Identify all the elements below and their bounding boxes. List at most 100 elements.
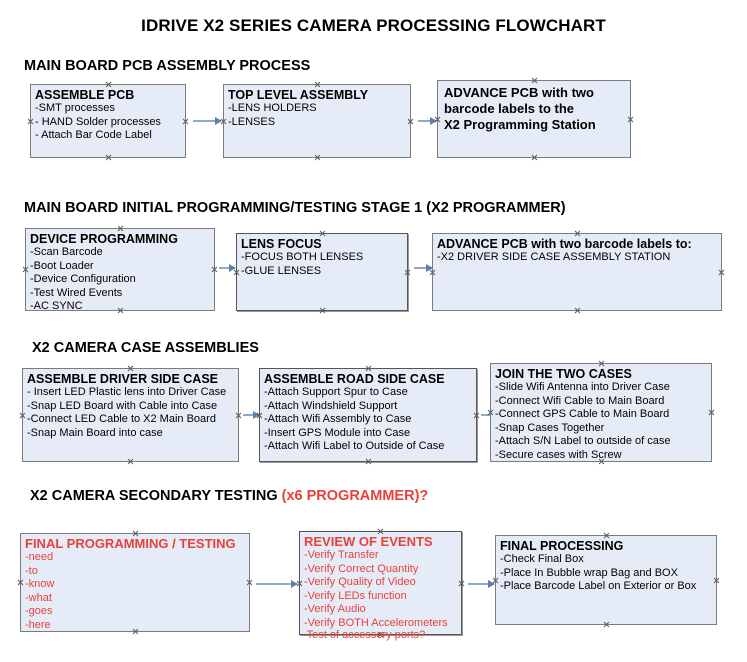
node-line: -Attach Wifi Label to Outside of Case xyxy=(264,440,445,452)
connector-arrow xyxy=(243,411,260,419)
node-top-level-assembly[interactable]: TOP LEVEL ASSEMBLY -LENS HOLDERS -LENSES xyxy=(223,84,411,158)
node-assemble-road-side-case[interactable]: ASSEMBLE ROAD SIDE CASE -Attach Support … xyxy=(259,368,477,462)
connector-arrow xyxy=(414,264,433,272)
node-line: -Snap Main Board into case xyxy=(27,426,163,439)
node-line-overflow: -Test of accessory ports? xyxy=(303,629,426,641)
node-line: -Insert GPS Module into Case xyxy=(264,426,411,439)
node-lens-focus[interactable]: LENS FOCUS -FOCUS BOTH LENSES -GLUE LENS… xyxy=(236,233,408,311)
node-line: -Secure cases with Screw xyxy=(495,448,622,461)
node-line: - Attach Bar Code Label xyxy=(35,129,152,141)
node-line: -Attach S/N Label to outside of case xyxy=(495,435,671,447)
node-line: -LENS HOLDERS xyxy=(228,102,317,114)
node-title: FINAL PROCESSING xyxy=(500,539,624,553)
arrowhead-icon xyxy=(229,264,236,272)
arrowhead-icon xyxy=(291,580,298,588)
arrowhead-icon xyxy=(253,411,260,419)
node-title: TOP LEVEL ASSEMBLY xyxy=(228,88,369,102)
node-line: -to xyxy=(25,564,38,577)
node-line: -Connect LED Cable to X2 Main Board xyxy=(27,413,216,425)
resize-handle-bottom[interactable] xyxy=(127,458,134,465)
node-advance-pcb-programming-station[interactable]: ADVANCE PCB with two barcode labels to t… xyxy=(437,80,631,158)
node-title-line-3: X2 Programming Station xyxy=(444,117,596,132)
node-line: -Verify LEDs function xyxy=(304,589,407,602)
node-line: -Test Wired Events xyxy=(30,286,123,299)
connector-arrow xyxy=(219,264,236,272)
node-line: -Verify Correct Quantity xyxy=(304,562,419,575)
node-line: -Connect GPS Cable to Main Board xyxy=(495,408,670,420)
resize-handle-bottom[interactable] xyxy=(314,154,321,161)
node-title-line-1: ADVANCE PCB with two xyxy=(444,85,594,100)
connector-arrow xyxy=(256,580,298,588)
node-line: -goes xyxy=(25,605,53,617)
resize-handle-bottom[interactable] xyxy=(531,154,538,161)
node-title: FINAL PROGRAMMING / TESTING xyxy=(25,536,236,551)
node-device-programming[interactable]: DEVICE PROGRAMMING -Scan Barcode -Boot L… xyxy=(25,228,215,312)
node-line: -Slide Wifi Antenna into Driver Case xyxy=(495,381,670,393)
node-line: -Check Final Box xyxy=(500,553,584,565)
node-assemble-pcb[interactable]: ASSEMBLE PCB -SMT processes - HAND Solde… xyxy=(30,84,186,158)
node-line: -SMT processes xyxy=(35,102,115,114)
node-final-processing[interactable]: FINAL PROCESSING -Check Final Box -Place… xyxy=(495,535,717,625)
node-line: -Verify Audio xyxy=(304,603,366,615)
resize-handle-bottom[interactable] xyxy=(105,154,112,161)
node-line: -Snap Cases Together xyxy=(495,421,605,434)
node-join-the-two-cases[interactable]: JOIN THE TWO CASES -Slide Wifi Antenna i… xyxy=(490,363,712,462)
node-line: -here xyxy=(25,618,51,631)
resize-handle-bottom[interactable] xyxy=(365,458,372,465)
node-line: -Attach Support Spur to Case xyxy=(264,386,408,398)
node-title: JOIN THE TWO CASES xyxy=(495,367,632,381)
node-line: -Place In Bubble wrap Bag and BOX xyxy=(500,566,678,579)
node-line: -Attach Wifi Assembly to Case xyxy=(264,413,412,425)
page-title: IDRIVE X2 SERIES CAMERA PROCESSING FLOWC… xyxy=(141,16,606,35)
node-line: - HAND Solder processes xyxy=(35,115,161,128)
node-line: -Verify Quality of Video xyxy=(304,576,416,588)
node-line: -GLUE LENSES xyxy=(241,264,322,277)
node-line: -what xyxy=(25,591,52,604)
section-header-x2-camera-secondary-testing: X2 CAMERA SECONDARY TESTING (x6 PROGRAMM… xyxy=(30,488,428,504)
node-final-programming-testing[interactable]: FINAL PROGRAMMING / TESTING -need -to -k… xyxy=(20,533,250,632)
node-title: ADVANCE PCB with two barcode labels to: xyxy=(437,237,692,251)
resize-handle-bottom[interactable] xyxy=(319,307,326,314)
node-line: - Insert LED Plastic lens into Driver Ca… xyxy=(27,386,227,398)
section-header-accent: (x6 PROGRAMMER)? xyxy=(281,488,429,504)
node-line: -Snap LED Board with Cable into Case xyxy=(27,399,218,412)
node-line: -Scan Barcode xyxy=(30,246,103,258)
connector-arrow xyxy=(418,117,437,125)
node-advance-pcb-driver-side-case[interactable]: ADVANCE PCB with two barcode labels to: … xyxy=(432,233,722,311)
node-line: -Verify BOTH Accelerometers xyxy=(304,616,448,629)
node-line: -need xyxy=(25,551,54,563)
arrowhead-icon xyxy=(426,264,433,272)
section-header-main-board-initial-programming: MAIN BOARD INITIAL PROGRAMMING/TESTING S… xyxy=(24,200,566,216)
node-title: LENS FOCUS xyxy=(241,237,322,251)
node-title: REVIEW OF EVENTS xyxy=(304,534,433,549)
node-title: ASSEMBLE ROAD SIDE CASE xyxy=(264,372,445,386)
node-title: DEVICE PROGRAMMING xyxy=(30,232,178,246)
resize-handle-right[interactable] xyxy=(718,269,725,276)
node-line: -X2 DRIVER SIDE CASE ASSEMBLY STATION xyxy=(437,251,671,263)
node-line: -Verify Transfer xyxy=(304,549,379,561)
node-line: -Device Configuration xyxy=(30,273,136,285)
section-header-text: X2 CAMERA SECONDARY TESTING xyxy=(30,488,282,504)
section-header-main-board-pcb-assembly: MAIN BOARD PCB ASSEMBLY PROCESS xyxy=(24,58,311,74)
connector-arrow xyxy=(468,580,495,588)
node-line: -know xyxy=(25,578,55,590)
node-title: ASSEMBLE PCB xyxy=(35,88,135,102)
node-line: -LENSES xyxy=(228,115,276,128)
node-title: ASSEMBLE DRIVER SIDE CASE xyxy=(27,372,219,386)
node-line: -AC SYNC xyxy=(30,300,83,312)
connector-arrow xyxy=(193,117,222,125)
arrowhead-icon xyxy=(215,117,222,125)
resize-handle-bottom[interactable] xyxy=(574,307,581,314)
resize-handle-bottom[interactable] xyxy=(603,621,610,628)
node-line: -Connect Wifi Cable to Main Board xyxy=(495,394,665,407)
node-line: -Place Barcode Label on Exterior or Box xyxy=(500,580,697,592)
node-line: -FOCUS BOTH LENSES xyxy=(241,251,364,263)
section-header-x2-camera-case-assemblies: X2 CAMERA CASE ASSEMBLIES xyxy=(32,340,259,356)
node-line: -Boot Loader xyxy=(30,259,94,272)
node-review-of-events[interactable]: REVIEW OF EVENTS -Verify Transfer -Verif… xyxy=(299,531,462,635)
node-assemble-driver-side-case[interactable]: ASSEMBLE DRIVER SIDE CASE - Insert LED P… xyxy=(22,368,239,462)
arrowhead-icon xyxy=(430,117,437,125)
node-title-line-2: barcode labels to the xyxy=(444,101,575,116)
arrowhead-icon xyxy=(488,580,495,588)
